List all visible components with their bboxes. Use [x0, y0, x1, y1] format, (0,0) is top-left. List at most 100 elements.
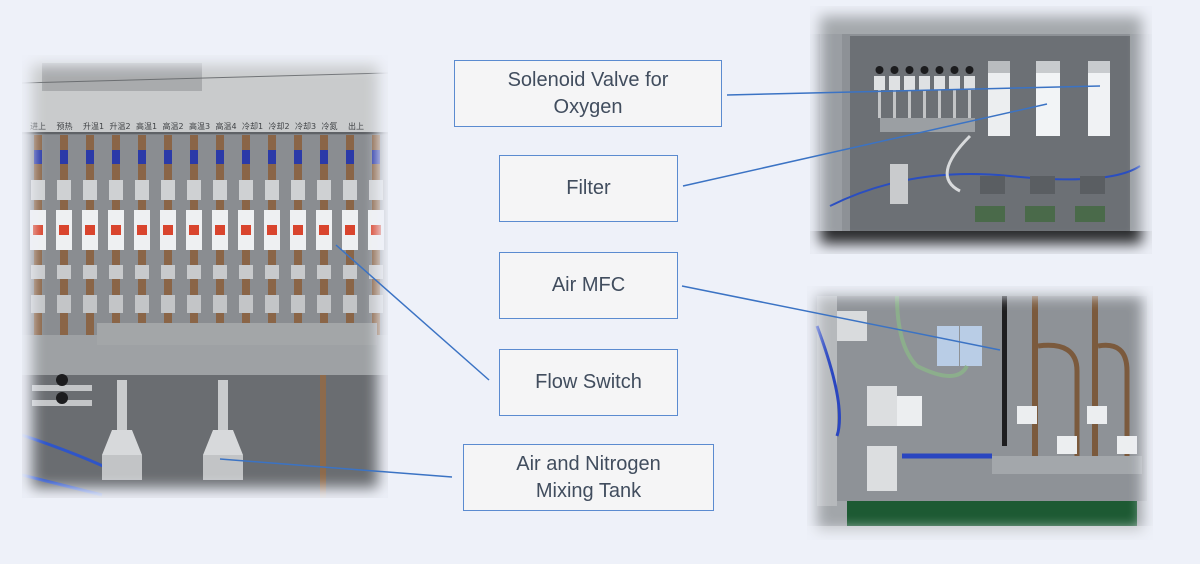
filter-cabinet-photo: [810, 6, 1152, 254]
fitting: [343, 180, 357, 200]
fitting: [83, 295, 97, 313]
fitting: [239, 180, 253, 200]
fitting: [31, 295, 45, 313]
flow-switch-display: [85, 225, 95, 235]
fitting: [31, 180, 45, 200]
fitting: [265, 295, 279, 313]
pipe-tag: [268, 150, 276, 164]
panel-label: 高温2: [163, 121, 184, 131]
fitting: [57, 265, 71, 279]
pipe-tag: [164, 150, 172, 164]
fitting: [291, 265, 305, 279]
valve-tube: [923, 90, 926, 118]
flow-switch-display: [59, 225, 69, 235]
panel-label: 高温4: [216, 121, 237, 131]
fitting: [109, 265, 123, 279]
flow-switch-display: [163, 225, 173, 235]
fitting: [369, 295, 383, 313]
fitting: [161, 265, 175, 279]
pipe-tag: [86, 150, 94, 164]
flow-switch-display: [189, 225, 199, 235]
solenoid-connector: [950, 66, 959, 74]
callout-mixing-tank: Air and Nitrogen Mixing Tank: [463, 444, 714, 511]
fitting: [239, 295, 253, 313]
pipe-tag: [242, 150, 250, 164]
solenoid-connector: [920, 66, 929, 74]
fitting: [83, 180, 97, 200]
flow-switch-display: [33, 225, 43, 235]
fitting: [109, 295, 123, 313]
fitting: [161, 295, 175, 313]
fitting: [213, 265, 227, 279]
panel-label: 预热: [57, 121, 73, 131]
fitting: [265, 265, 279, 279]
fitting: [83, 265, 97, 279]
fitting: [213, 295, 227, 313]
fitting: [291, 180, 305, 200]
fitting: [265, 180, 279, 200]
flow-switch-display: [111, 225, 121, 235]
panel-label: 高温3: [189, 121, 210, 131]
flow-switch-display: [267, 225, 277, 235]
flow-switch-display: [137, 225, 147, 235]
pipe-tag: [216, 150, 224, 164]
panel-label: 高温1: [136, 121, 157, 131]
solenoid-valve: [889, 76, 900, 90]
mfc-cabinet-illustration: [807, 286, 1153, 540]
pipe-tag: [60, 150, 68, 164]
fitting: [239, 265, 253, 279]
pipe-tag: [346, 150, 354, 164]
valve-tube: [893, 90, 896, 118]
flow-switch-display: [293, 225, 303, 235]
solenoid-connector: [890, 66, 899, 74]
solenoid-connector: [875, 66, 884, 74]
valve-tube: [908, 90, 911, 118]
flow-switch-display: [215, 225, 225, 235]
pipe-tag: [138, 150, 146, 164]
panel-label: 冷却2: [269, 121, 290, 131]
fitting: [57, 180, 71, 200]
flow-switch-display: [345, 225, 355, 235]
fitting: [369, 265, 383, 279]
fitting: [369, 180, 383, 200]
fitting: [343, 295, 357, 313]
fitting: [317, 180, 331, 200]
panel-label: 冷却1: [242, 121, 263, 131]
fitting: [161, 180, 175, 200]
pipe-tag: [112, 150, 120, 164]
solenoid-valve: [949, 76, 960, 90]
flow-switch-display: [319, 225, 329, 235]
fitting: [109, 180, 123, 200]
pipe-tag: [372, 150, 380, 164]
fitting: [187, 295, 201, 313]
flow-switch-display: [241, 225, 251, 235]
fitting: [135, 295, 149, 313]
pipe-tag: [294, 150, 302, 164]
solenoid-connector: [965, 66, 974, 74]
fitting: [31, 265, 45, 279]
callout-filter: Filter: [499, 155, 678, 222]
panel-label: 冷氮: [322, 121, 338, 131]
callout-solenoid-valve: Solenoid Valve for Oxygen: [454, 60, 722, 127]
callout-air-mfc: Air MFC: [499, 252, 678, 319]
fitting: [317, 295, 331, 313]
fitting: [135, 180, 149, 200]
valve-tube: [938, 90, 941, 118]
fitting: [213, 180, 227, 200]
solenoid-valve: [934, 76, 945, 90]
callout-flow-switch: Flow Switch: [499, 349, 678, 416]
pipe-tag: [190, 150, 198, 164]
fitting: [187, 265, 201, 279]
valve-tube: [953, 90, 956, 118]
fitting: [187, 180, 201, 200]
mfc-cabinet-photo: [807, 286, 1153, 540]
valve-tube: [878, 90, 881, 118]
panel-label: 进上: [30, 122, 46, 131]
panel-label: 冷却3: [295, 121, 316, 131]
panel-label: 升温2: [110, 122, 131, 131]
fitting: [343, 265, 357, 279]
fitting: [291, 295, 305, 313]
solenoid-valve: [919, 76, 930, 90]
